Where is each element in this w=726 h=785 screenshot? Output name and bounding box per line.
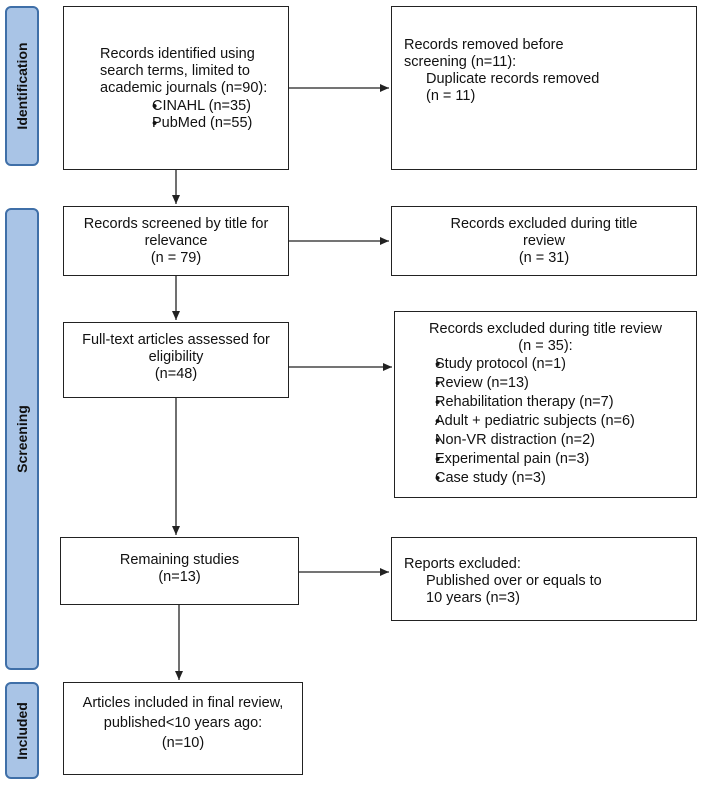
removed-line: (n = 11) <box>426 88 476 104</box>
phase-included: Included <box>5 682 39 779</box>
fulltext-assessed-box: Full-text articles assessed for eligibil… <box>63 322 289 398</box>
exclusion-reason-item: Non-VR distraction (n=2) <box>409 431 635 450</box>
removed-line: screening (n=11): <box>404 54 517 70</box>
reports-excluded-box: Reports excluded: Published over or equa… <box>391 537 697 621</box>
fulltext-line: (n=48) <box>154 366 198 382</box>
records-excluded-fulltext-box: Records excluded during title review (n … <box>394 311 697 498</box>
articles-included-box: Articles included in final review, publi… <box>63 682 303 775</box>
identified-line: Records identified using <box>100 46 255 62</box>
exclusion-reason-item: Case study (n=3) <box>409 469 635 488</box>
reports-excluded-line: 10 years (n=3) <box>426 590 520 606</box>
exclusion-reason-item: Rehabilitation therapy (n=7) <box>409 393 635 412</box>
excluded-title-line: review <box>523 233 565 249</box>
identified-item: CINAHL (n=35) <box>128 98 252 115</box>
exclusion-reason-item: Review (n=13) <box>409 374 635 393</box>
identified-item: PubMed (n=55) <box>128 115 252 132</box>
reports-excluded-title: Reports excluded: <box>404 556 521 572</box>
included-line: (n=10) <box>161 735 205 751</box>
included-line: Articles included in final review, <box>82 695 284 711</box>
records-identified-box: Records identified using search terms, l… <box>63 6 289 170</box>
identified-line: search terms, limited to <box>100 63 250 79</box>
removed-line: Records removed before <box>404 37 564 53</box>
removed-line: Duplicate records removed <box>426 71 600 87</box>
remaining-line: (n=13) <box>158 569 201 585</box>
fulltext-line: Full-text articles assessed for <box>82 332 270 348</box>
exclusion-reason-item: Experimental pain (n=3) <box>409 450 635 469</box>
fulltext-line: eligibility <box>148 349 204 365</box>
excluded-title-line: Records excluded during title <box>450 216 638 232</box>
identified-line: academic journals (n=90): <box>100 80 268 96</box>
records-excluded-title-box: Records excluded during title review (n … <box>391 206 697 276</box>
exclusion-reason-item: Study protocol (n=1) <box>409 355 635 374</box>
excluded-fulltext-line: Records excluded during title review <box>429 321 662 337</box>
excluded-title-line: (n = 31) <box>518 250 570 266</box>
included-line: published<10 years ago: <box>103 715 263 731</box>
exclusion-reason-item: Adult + pediatric subjects (n=6) <box>409 412 635 431</box>
screened-line: (n = 79) <box>150 250 202 266</box>
records-removed-box: Records removed before screening (n=11):… <box>391 6 697 170</box>
remaining-line: Remaining studies <box>119 552 240 568</box>
excluded-fulltext-line: (n = 35): <box>518 338 573 354</box>
phase-screening: Screening <box>5 208 39 670</box>
screened-line: relevance <box>144 233 208 249</box>
remaining-studies-box: Remaining studies (n=13) <box>60 537 299 605</box>
records-screened-box: Records screened by title for relevance … <box>63 206 289 276</box>
phase-identification: Identification <box>5 6 39 166</box>
screened-line: Records screened by title for <box>83 216 269 232</box>
reports-excluded-line: Published over or equals to <box>426 573 602 589</box>
